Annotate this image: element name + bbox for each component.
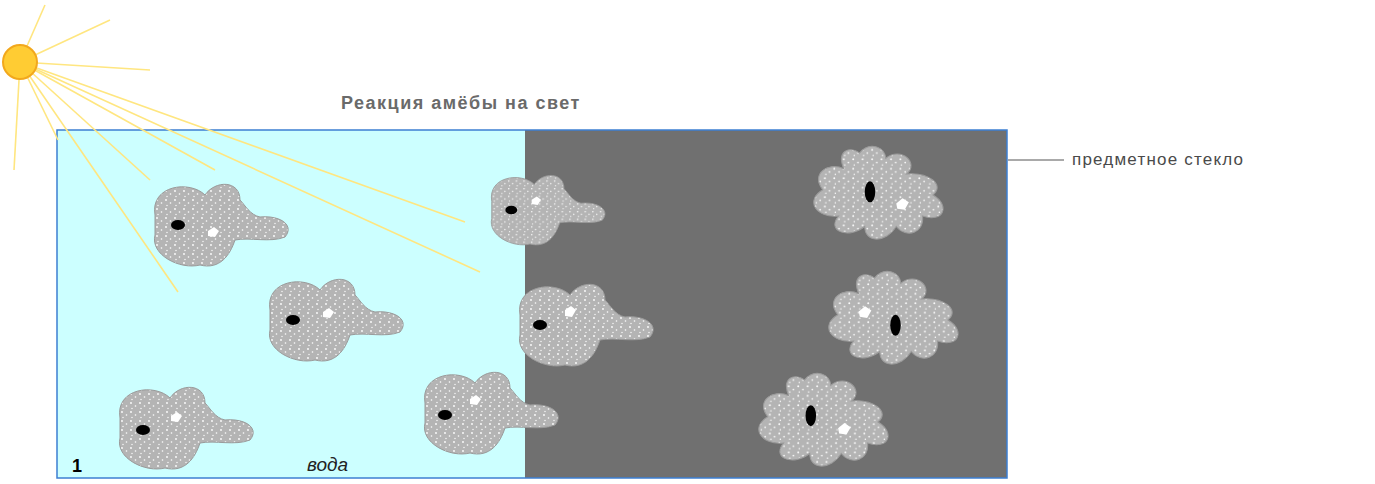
nucleus: [286, 315, 300, 325]
nucleus: [171, 220, 185, 230]
sun-rays: [14, 5, 480, 292]
ray: [20, 62, 150, 180]
figure-number: 1: [72, 456, 82, 478]
nucleus: [136, 425, 150, 435]
amoeba-body: [119, 387, 253, 469]
nucleus: [505, 206, 517, 215]
vacuole: [838, 423, 851, 435]
nucleus: [865, 181, 876, 202]
ray: [20, 62, 178, 292]
vacuole: [565, 306, 576, 317]
region-label: вода: [307, 454, 348, 477]
vacuole: [532, 196, 541, 205]
leader-line: [1008, 160, 1064, 161]
amoeba: [814, 146, 943, 239]
amoeba: [154, 184, 288, 266]
amoeba: [829, 271, 958, 364]
vacuole: [323, 308, 334, 318]
vacuole: [896, 198, 909, 210]
nucleus: [533, 320, 547, 330]
amoeba: [119, 387, 253, 469]
ray: [20, 62, 465, 222]
slide-border: [57, 130, 1007, 478]
nucleus: [890, 315, 901, 336]
amoeba: [424, 372, 558, 454]
vacuole: [470, 395, 481, 405]
amoeba: [759, 373, 888, 466]
amoeba: [491, 175, 605, 244]
amoeba-body: [424, 372, 558, 454]
amoeba-body: [269, 279, 403, 361]
amoeba: [519, 284, 653, 366]
nucleus: [438, 410, 452, 420]
amoeba-body: [829, 271, 958, 364]
ray: [20, 62, 215, 170]
vacuole: [859, 306, 872, 318]
vacuole: [171, 412, 182, 422]
amoeba-body: [154, 184, 288, 266]
diagram-title: Реакция амёбы на свет: [341, 93, 581, 115]
nucleus: [806, 405, 817, 426]
vacuole: [208, 227, 219, 237]
amoeba-body: [759, 373, 888, 466]
amoeba: [269, 279, 403, 361]
sun: [3, 45, 37, 79]
amoeba-body: [491, 175, 605, 244]
amoeba-body: [814, 146, 943, 239]
callout-label: предметное стекло: [1072, 150, 1244, 170]
amoeba-body: [519, 284, 653, 366]
